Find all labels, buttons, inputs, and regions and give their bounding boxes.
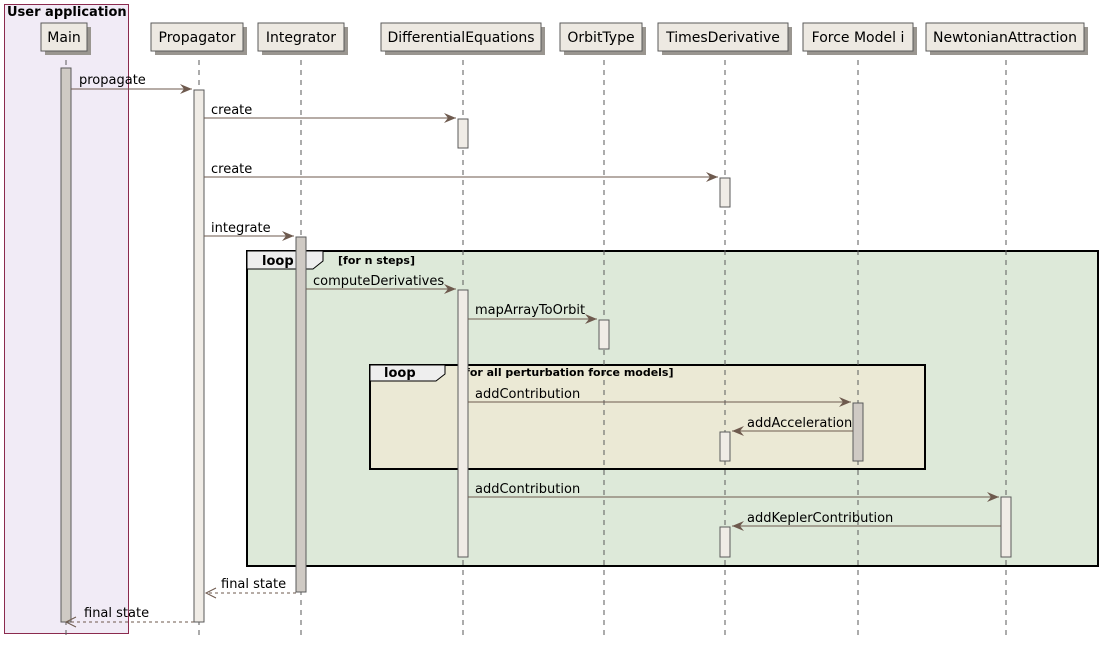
activation-main	[60, 67, 72, 623]
message-create-timesderivative-arrowhead	[706, 172, 718, 182]
outer-loop-keyword: loop	[262, 254, 294, 269]
participant-integrator-label: Integrator	[266, 30, 336, 46]
outer-loop-guard: [for n steps]	[338, 254, 415, 267]
message-propagate-label: propagate	[79, 73, 146, 88]
message-create-timesderivative: create	[204, 162, 718, 182]
participant-propagator: Propagator	[150, 22, 247, 55]
message-compute-derivatives-label: computeDerivatives	[313, 274, 444, 289]
activation-timesderivative-kepler	[719, 526, 731, 558]
message-add-acceleration: addAcceleration	[732, 416, 853, 436]
message-add-kepler-contribution: addKeplerContribution	[732, 511, 1001, 531]
activation-differentialequations-create	[457, 118, 469, 149]
message-propagate: propagate	[71, 73, 192, 94]
message-compute-derivatives-arrowhead	[444, 284, 456, 294]
participant-differentialequations-box	[380, 22, 542, 52]
activation-integrator	[295, 236, 307, 593]
participant-main-label: Main	[47, 30, 80, 46]
activation-propagator	[193, 89, 205, 623]
participant-newtonianattraction-label: NewtonianAttraction	[933, 30, 1077, 46]
message-final-state-propagator-label: final state	[221, 577, 286, 592]
message-final-state-propagator: final state	[204, 577, 296, 599]
participant-newtonianattraction-box	[925, 22, 1085, 52]
message-add-kepler-contribution-arrowhead	[732, 521, 744, 531]
message-propagate-arrowhead	[180, 84, 192, 94]
message-integrate: integrate	[204, 221, 294, 241]
message-add-contribution-force-model-arrowhead	[839, 397, 851, 407]
participant-orbittype-label: OrbitType	[567, 30, 634, 46]
activation-timesderivative-acceleration	[719, 431, 731, 462]
participant-timesderivative-label: TimesDerivative	[665, 30, 780, 46]
message-add-contribution-newtonian-label: addContribution	[475, 482, 580, 497]
participant-force-model-i-label: Force Model i	[812, 30, 905, 46]
participant-main: Main	[40, 22, 91, 55]
message-create-differentialequations-label: create	[211, 103, 252, 118]
user-application-box-title: User application	[7, 5, 127, 20]
message-final-state-main-label: final state	[84, 606, 149, 621]
message-add-contribution-newtonian-arrowhead	[987, 492, 999, 502]
participant-propagator-label: Propagator	[159, 30, 236, 46]
activation-timesderivative-create	[719, 177, 731, 208]
message-integrate-label: integrate	[211, 221, 271, 236]
inner-loop-tab	[369, 364, 446, 382]
activation-force-model-i	[852, 402, 864, 462]
participant-differentialequations: DifferentialEquations	[380, 22, 545, 55]
message-integrate-arrowhead	[282, 231, 294, 241]
message-add-acceleration-label: addAcceleration	[747, 416, 852, 431]
activation-orbittype	[598, 319, 610, 350]
message-add-contribution-newtonian: addContribution	[468, 482, 999, 502]
participant-timesderivative-box	[657, 22, 789, 52]
inner-loop-guard: [for all perturbation force models]	[460, 366, 674, 379]
message-add-contribution-force-model-label: addContribution	[475, 387, 580, 402]
participant-integrator: Integrator	[257, 22, 348, 55]
message-create-timesderivative-label: create	[211, 162, 252, 177]
activation-differentialequations-compute	[457, 289, 469, 558]
message-create-differentialequations: create	[204, 103, 456, 123]
message-map-array-to-orbit-label: mapArrayToOrbit	[475, 303, 585, 318]
messages: propagate create create integrate comput…	[64, 73, 1001, 628]
inner-loop-keyword: loop	[384, 366, 416, 381]
participant-newtonianattraction: NewtonianAttraction	[925, 22, 1088, 55]
message-final-state-propagator-arrowhead	[204, 587, 217, 599]
participant-orbittype: OrbitType	[559, 22, 646, 55]
participant-integrator-box	[257, 22, 345, 52]
message-create-differentialequations-arrowhead	[444, 113, 456, 123]
message-final-state-main: final state	[64, 606, 194, 628]
message-final-state-main-arrowhead	[64, 616, 77, 628]
participants: Main Propagator Integrator DifferentialE…	[40, 22, 1088, 55]
activation-newtonianattraction	[1000, 496, 1012, 558]
message-compute-derivatives: computeDerivatives	[306, 274, 456, 294]
message-add-acceleration-arrowhead	[732, 426, 744, 436]
participant-force-model-i: Force Model i	[802, 22, 917, 55]
participant-orbittype-box	[559, 22, 643, 52]
participant-propagator-box	[150, 22, 244, 52]
message-add-contribution-force-model: addContribution	[468, 387, 851, 407]
participant-differentialequations-label: DifferentialEquations	[387, 30, 534, 46]
message-map-array-to-orbit: mapArrayToOrbit	[468, 303, 597, 324]
participant-timesderivative: TimesDerivative	[657, 22, 792, 55]
participant-main-box	[40, 22, 88, 52]
message-map-array-to-orbit-arrowhead	[585, 314, 597, 324]
participant-force-model-i-box	[802, 22, 914, 52]
message-add-kepler-contribution-label: addKeplerContribution	[747, 511, 893, 526]
